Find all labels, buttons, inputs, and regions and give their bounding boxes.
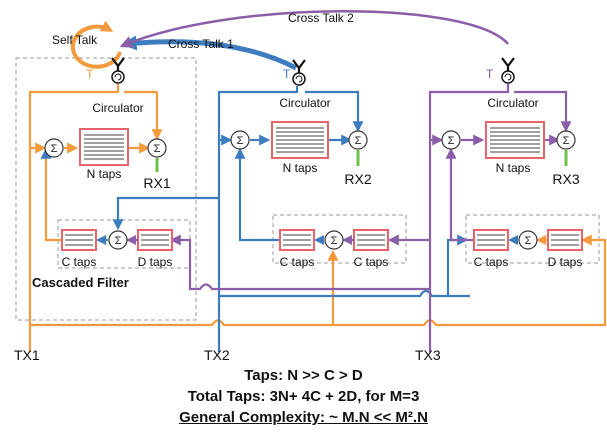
- t-port-label: T: [486, 67, 494, 81]
- d-taps-label: D taps: [548, 255, 583, 269]
- purple-feedback: [445, 147, 485, 242]
- cross-talk-1-label: Cross Talk 1: [168, 37, 234, 51]
- caption-taps: Taps: N >> C > D: [244, 367, 363, 384]
- n-taps-filter-1: [79, 128, 129, 166]
- sum-3-out: [556, 130, 576, 150]
- t-port-label: T: [86, 67, 94, 81]
- d-taps-filter-1: [137, 229, 173, 251]
- sigma-glyphs: Σ Σ Σ Σ Σ Σ Σ Σ Σ: [51, 135, 570, 247]
- circulator-label: Circulator: [92, 101, 143, 115]
- sigma-label: Σ: [237, 135, 244, 147]
- n-taps-label: N taps: [87, 167, 122, 181]
- node1-dashed-box: [15, 57, 197, 321]
- d-taps-label: D taps: [138, 255, 173, 269]
- c-taps-filter-2b: [353, 229, 389, 251]
- circulator-icon: [292, 72, 306, 86]
- sigma-label: Σ: [51, 143, 58, 155]
- sigma-label: Σ: [563, 135, 570, 147]
- sigma-label: Σ: [355, 135, 362, 147]
- purple-signal-paths: [119, 10, 572, 352]
- n-taps-filter-3: [485, 121, 545, 159]
- d-taps-filter-3: [547, 229, 583, 251]
- rx1-label: RX1: [143, 175, 170, 191]
- n-taps-label: N taps: [496, 161, 531, 175]
- blue-feedback: [234, 147, 295, 242]
- antenna-icon: [111, 57, 125, 72]
- sum-3-in: [441, 130, 461, 150]
- sum-cf-2: [324, 230, 344, 250]
- caption-complexity: General Complexity: ~ M.N << M².N: [179, 409, 428, 426]
- cascaded-filter-label: Cascaded Filter: [32, 275, 129, 290]
- sigma-label: Σ: [331, 235, 338, 247]
- cross-talk-2-label: Cross Talk 2: [288, 11, 354, 25]
- self-talk-label: Self Talk: [52, 33, 98, 47]
- n-taps-label: N taps: [283, 161, 318, 175]
- sigma-label: Σ: [115, 235, 122, 247]
- tx2-label: TX2: [204, 347, 230, 363]
- n-taps-filter-2: [271, 121, 329, 159]
- rx2-label: RX2: [344, 171, 371, 187]
- caption-total-taps: Total Taps: 3N+ 4C + 2D, for M=3: [187, 388, 420, 405]
- sigma-label: Σ: [525, 235, 532, 247]
- antenna-icon: [501, 57, 515, 72]
- circulator-label: Circulator: [279, 96, 330, 110]
- sum-2-in: [230, 130, 250, 150]
- sigma-label: Σ: [448, 135, 455, 147]
- circulator-icon: [111, 70, 125, 84]
- sum-1-out: [147, 138, 167, 158]
- sigma-label: Σ: [154, 143, 161, 155]
- small-filters: [61, 229, 583, 251]
- blue-signal-paths: [112, 35, 470, 352]
- rx3-label: RX3: [552, 171, 579, 187]
- summers: [44, 130, 576, 250]
- sum-cf-3: [518, 230, 538, 250]
- c-taps-filter-2a: [279, 229, 315, 251]
- c-taps-label: C taps: [62, 255, 97, 269]
- c-taps-filter-1: [61, 229, 97, 251]
- c-taps-label: C taps: [354, 255, 389, 269]
- circulator-label: Circulator: [487, 96, 538, 110]
- c-taps-filter-3: [473, 229, 509, 251]
- orange-feedback: [40, 147, 78, 242]
- circulator-icon: [501, 70, 515, 84]
- sum-2-out: [348, 130, 368, 150]
- rx-stubs: [155, 150, 568, 172]
- tx1-label: TX1: [14, 347, 40, 363]
- c-taps-label: C taps: [474, 255, 509, 269]
- sum-1-in: [44, 138, 64, 158]
- tx3-label: TX3: [415, 347, 441, 363]
- c-taps-label: C taps: [280, 255, 315, 269]
- t-port-label: T: [283, 67, 291, 81]
- sum-cf-1: [108, 230, 128, 250]
